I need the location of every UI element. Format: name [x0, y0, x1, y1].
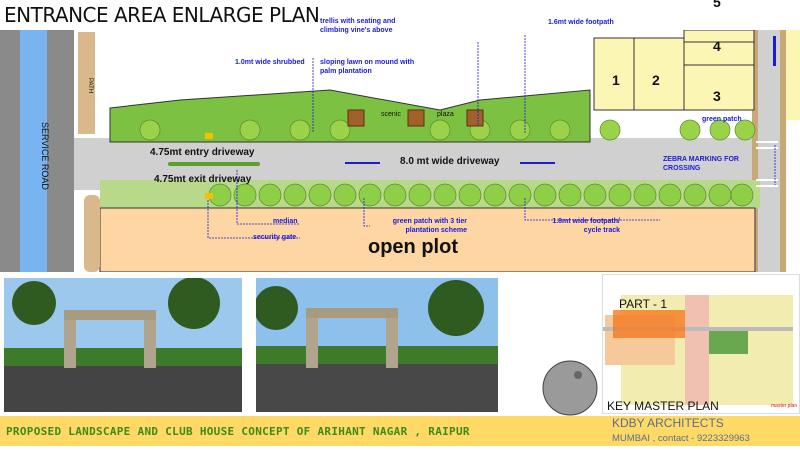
plot-number: 1 [612, 72, 620, 88]
plot-number: 5 [713, 0, 721, 10]
gate-render-1 [4, 278, 242, 412]
trellis-label: trellis with seating and climbing vine's… [320, 18, 396, 34]
plaza-label: plaza [437, 111, 454, 118]
master-plan-caption: master plan [771, 403, 798, 409]
firm-contact: MUMBAI , contact - 9223329963 [612, 433, 750, 444]
sloping-lawn-label: sloping lawn on mound with palm plantati… [320, 59, 415, 75]
security-gate-label: security gate [253, 234, 297, 241]
key-plan-title: KEY MASTER PLAN [607, 399, 719, 413]
project-title: PROPOSED LANDSCAPE AND CLUB HOUSE CONCEP… [6, 425, 470, 438]
footpath-bottom-label: 1.8mt wide footpath/ cycle track [552, 218, 620, 234]
plot-number: 2 [652, 72, 660, 88]
firm-name: KDBY ARCHITECTS [612, 416, 724, 430]
entrance-site-plan [0, 30, 800, 272]
green-patch-label: green patch [702, 116, 742, 123]
plot-number: 4 [713, 38, 721, 54]
shrubbed-label: 1.0mt wide shrubbed [235, 59, 305, 66]
part-label: PART - 1 [619, 297, 668, 311]
zebra-label: ZEBRA MARKING FOR CROSSING [663, 156, 739, 172]
open-plot-label: open plot [368, 236, 458, 258]
path-label: PATH [87, 78, 93, 94]
footpath-top-label: 1.6mt wide footpath [548, 19, 614, 26]
median-label: median [273, 218, 298, 225]
page-title: ENTRANCE AREA ENLARGE PLAN [4, 3, 320, 27]
plot-number: 3 [713, 88, 721, 104]
gate-render-2 [256, 278, 498, 412]
exit-driveway-label: 4.75mt exit driveway [154, 174, 252, 185]
scenic-label: scenic [381, 111, 401, 118]
service-road-label: SERVICE ROAD [40, 122, 50, 190]
green-patch-3tier-label: green patch with 3 tier plantation schem… [392, 218, 467, 234]
north-compass-icon [542, 360, 598, 416]
footer-banner [0, 416, 800, 446]
entry-driveway-label: 4.75mt entry driveway [150, 147, 255, 158]
driveway-width-label: 8.0 mt wide driveway [400, 156, 500, 167]
key-master-plan: PART - 1 KEY MASTER PLAN master plan [602, 274, 800, 414]
